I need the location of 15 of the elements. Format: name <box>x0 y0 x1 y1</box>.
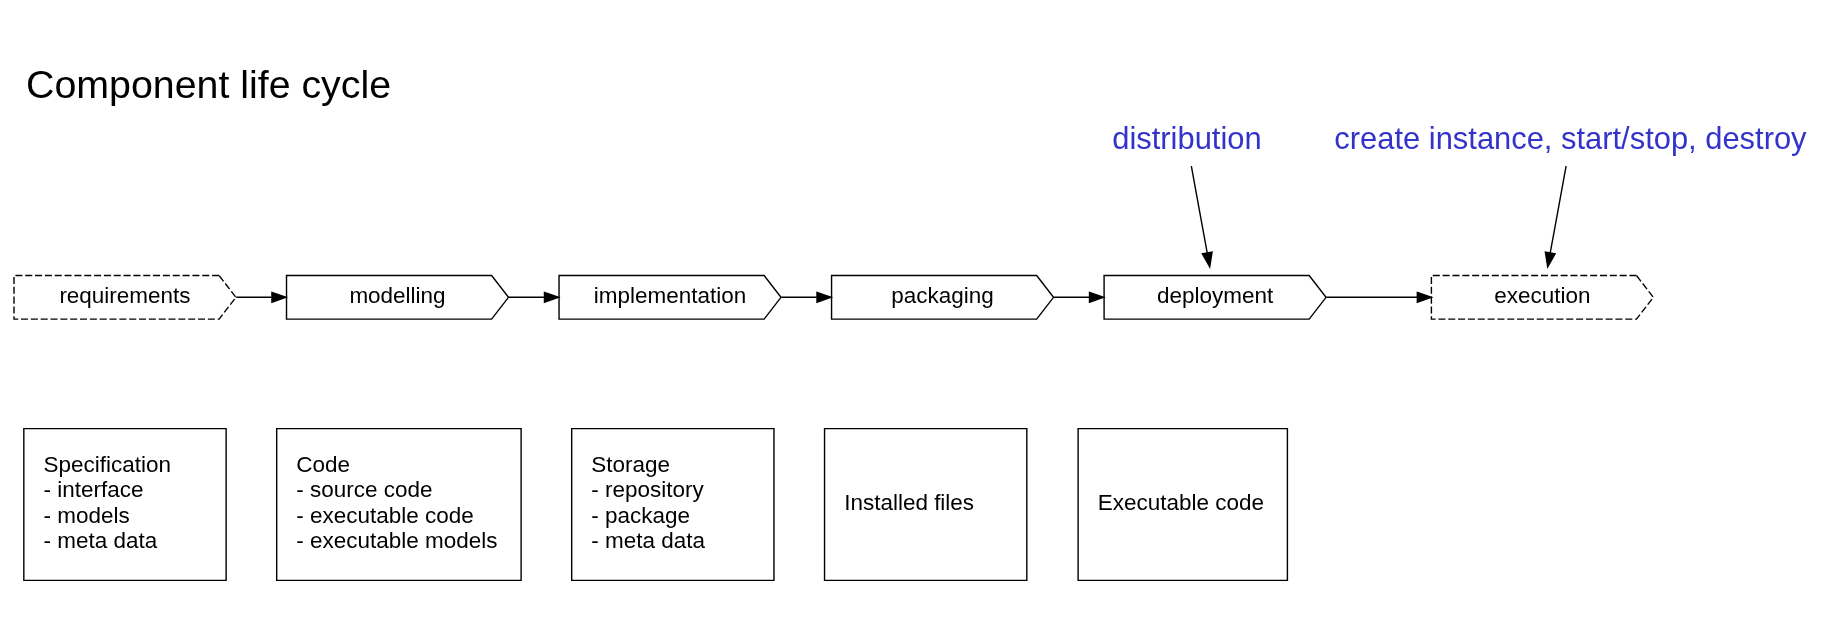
arrow <box>1544 165 1567 269</box>
arrow <box>1325 291 1434 304</box>
arrow <box>780 291 834 304</box>
node-box: Installed files <box>823 427 1028 582</box>
node-box: Code - source code - executable code - executable models <box>276 427 522 582</box>
arrow <box>1053 291 1106 304</box>
node-text: create instance, start/stop, destroy <box>1334 120 1807 156</box>
diagram-title: Component life cycle <box>26 61 392 106</box>
node-box: Executable code <box>1077 427 1289 582</box>
arrow <box>508 291 561 304</box>
arrow <box>235 291 289 304</box>
node-box: Storage - repository - package - meta data <box>570 427 775 582</box>
node-box: Specification - interface - models - meta data <box>23 427 227 582</box>
node-text: distribution <box>1112 120 1262 156</box>
arrow <box>1190 165 1213 269</box>
